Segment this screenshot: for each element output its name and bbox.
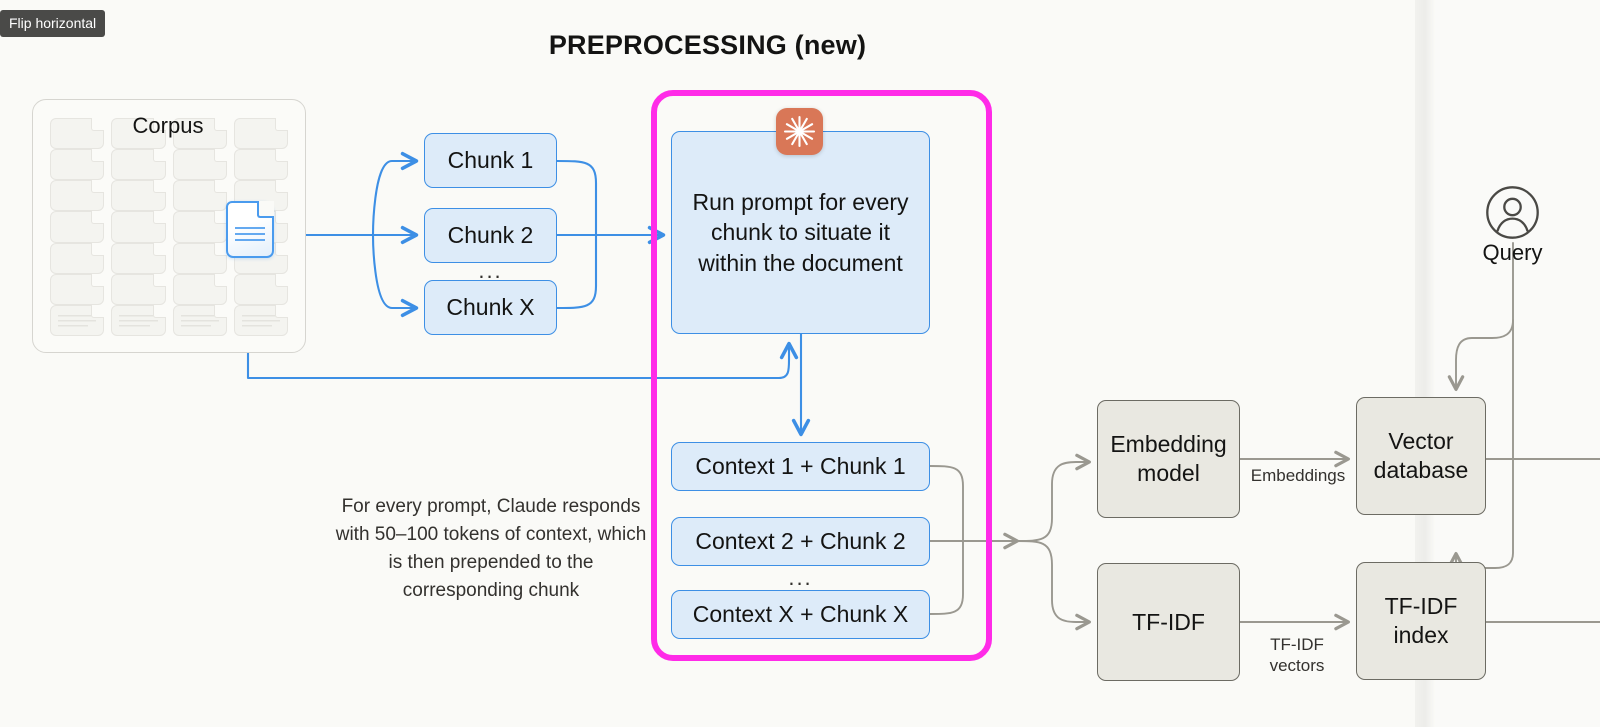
corpus-doc (233, 118, 289, 150)
chunk-ellipsis: ... (478, 258, 503, 283)
chunk-1-box[interactable]: Chunk 1 (424, 133, 557, 188)
corpus-doc (172, 304, 228, 336)
selected-document-icon[interactable] (226, 201, 274, 258)
vector-database-box[interactable]: Vector database (1356, 397, 1486, 515)
corpus-doc (50, 242, 105, 274)
corpus-doc (111, 118, 166, 150)
chunk-x-box[interactable]: Chunk X (424, 280, 557, 335)
new-step-highlight-frame (651, 90, 992, 661)
corpus-doc (50, 180, 105, 212)
context-1-box[interactable]: Context 1 + Chunk 1 (671, 442, 930, 491)
user-circle-icon (1485, 185, 1540, 240)
embeddings-edge-label: Embeddings (1250, 466, 1346, 485)
page-title: PREPROCESSING (new) (548, 30, 867, 60)
tfidf-vectors-edge-label: TF-IDF vectors (1269, 635, 1325, 676)
context-x-box[interactable]: Context X + Chunk X (671, 590, 930, 639)
context-2-box[interactable]: Context 2 + Chunk 2 (671, 517, 930, 566)
corpus-doc (172, 211, 228, 243)
corpus-doc (50, 273, 105, 305)
corpus-doc (111, 211, 166, 243)
corpus-doc (50, 118, 105, 150)
corpus-doc (50, 211, 105, 243)
corpus-label: Corpus (132, 113, 204, 138)
corpus-doc (50, 304, 105, 336)
chunk-2-box[interactable]: Chunk 2 (424, 208, 557, 263)
corpus-doc (50, 149, 105, 181)
run-prompt-box[interactable]: Run prompt for every chunk to situate it… (671, 131, 930, 334)
claude-starburst-icon (776, 108, 823, 155)
query-label: Query (1482, 240, 1543, 265)
corpus-doc (233, 273, 289, 305)
corpus-doc (111, 273, 166, 305)
embedding-model-box[interactable]: Embedding model (1097, 400, 1240, 518)
tfidf-index-box[interactable]: TF-IDF index (1356, 562, 1486, 680)
corpus-doc (172, 118, 228, 150)
corpus-doc (172, 149, 228, 181)
corpus-doc (111, 242, 166, 274)
flip-horizontal-tooltip: Flip horizontal (0, 10, 106, 37)
corpus-doc (233, 304, 289, 336)
corpus-doc (111, 180, 166, 212)
corpus-doc (111, 304, 166, 336)
corpus-doc (172, 273, 228, 305)
corpus-document-grid (50, 118, 289, 336)
corpus-doc (111, 149, 166, 181)
prompt-explanation-caption: For every prompt, Claude responds with 5… (335, 496, 647, 602)
corpus-doc (172, 242, 228, 274)
tfidf-box[interactable]: TF-IDF (1097, 563, 1240, 681)
corpus-doc (172, 180, 228, 212)
corpus-doc (233, 149, 289, 181)
context-ellipsis: ... (788, 565, 813, 590)
